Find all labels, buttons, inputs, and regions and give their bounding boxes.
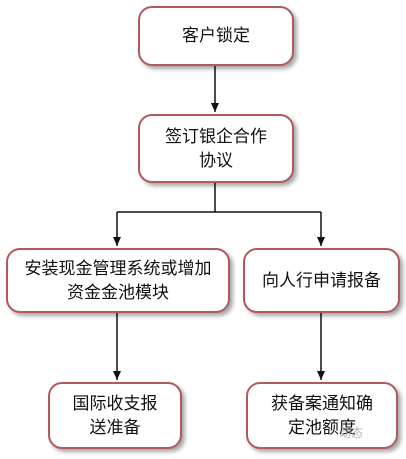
node-customer-lock-label: 客户锁定 xyxy=(182,26,250,46)
node-sign-agreement-label: 签订银企合作协议 xyxy=(165,126,267,171)
node-quota-notice-label: 获备案通知确定池额度 xyxy=(271,393,373,438)
node-customer-lock: 客户锁定 xyxy=(138,6,294,66)
node-bank-report: 向人行申请报备 xyxy=(243,248,400,313)
node-quota-notice: 获备案通知确定池额度 xyxy=(246,382,398,449)
node-bank-report-label: 向人行申请报备 xyxy=(262,270,381,291)
watermark-text: 动态 xyxy=(339,426,364,440)
node-sign-agreement: 签订银企合作协议 xyxy=(138,114,294,183)
node-intl-report-label: 国际收支报送准备 xyxy=(72,393,158,438)
node-install-system: 安装现金管理系统或增加资金金池模块 xyxy=(6,248,230,313)
node-intl-report: 国际收支报送准备 xyxy=(48,382,182,449)
node-install-system-label: 安装现金管理系统或增加资金金池模块 xyxy=(24,258,212,303)
